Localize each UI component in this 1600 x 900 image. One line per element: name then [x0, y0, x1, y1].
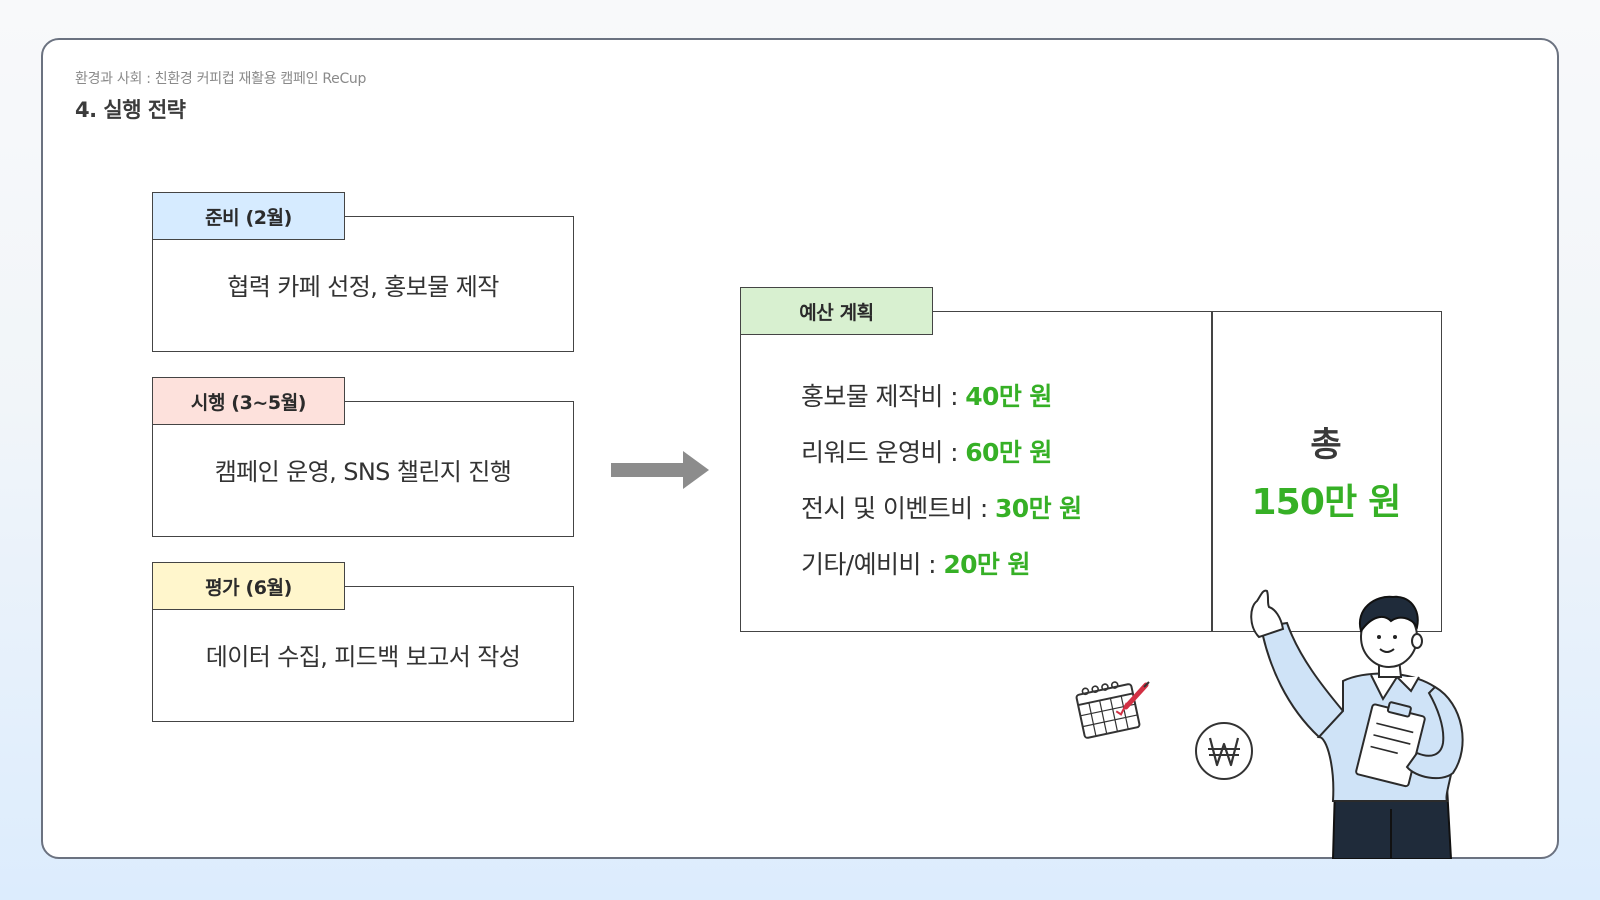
slide-card: 환경과 사회 : 친환경 커피컵 재활용 캠페인 ReCup 4. 실행 전략 … [41, 38, 1559, 859]
budget-item-amount: 40만 원 [965, 382, 1052, 411]
budget-item-amount: 60만 원 [965, 438, 1052, 467]
phase-description: 협력 카페 선정, 홍보물 제작 [152, 216, 574, 352]
arrow-right-icon [611, 451, 709, 489]
total-value: 150만 원 [1251, 482, 1401, 523]
person-illustration [1250, 589, 1464, 859]
budget-item-amount: 20만 원 [943, 550, 1030, 579]
budget-item: 홍보물 제작비 : 40만 원 [801, 377, 1082, 433]
phase-label: 평가 (6월) [152, 562, 345, 610]
budget-title: 예산 계획 [740, 287, 933, 335]
budget-item: 리워드 운영비 : 60만 원 [801, 433, 1082, 489]
phase-preparation: 준비 (2월) 협력 카페 선정, 홍보물 제작 [152, 192, 574, 352]
budget-list: 홍보물 제작비 : 40만 원 리워드 운영비 : 60만 원 전시 및 이벤트… [801, 377, 1082, 601]
phase-evaluation: 평가 (6월) 데이터 수집, 피드백 보고서 작성 [152, 562, 574, 722]
budget-total: 총 150만 원 [1210, 311, 1442, 632]
budget-item-name: 기타/예비비 : [801, 550, 944, 579]
phase-label: 준비 (2월) [152, 192, 345, 240]
budget-frame [740, 311, 1442, 632]
phase-description: 캠페인 운영, SNS 챌린지 진행 [152, 401, 574, 537]
budget-item: 전시 및 이벤트비 : 30만 원 [801, 489, 1082, 545]
phase-execution: 시행 (3~5월) 캠페인 운영, SNS 챌린지 진행 [152, 377, 574, 537]
calendar-icon [1075, 681, 1150, 739]
won-coin-icon [1195, 722, 1253, 780]
page-title: 4. 실행 전략 [75, 98, 186, 122]
budget-plan: 예산 계획 홍보물 제작비 : 40만 원 리워드 운영비 : 60만 원 전시… [740, 287, 1442, 632]
budget-item-name: 홍보물 제작비 : [801, 382, 966, 411]
budget-item-name: 리워드 운영비 : [801, 438, 966, 467]
budget-item-amount: 30만 원 [995, 494, 1082, 523]
phase-label: 시행 (3~5월) [152, 377, 345, 425]
budget-item-name: 전시 및 이벤트비 : [801, 494, 996, 523]
budget-item: 기타/예비비 : 20만 원 [801, 545, 1082, 601]
budget-divider [1211, 312, 1213, 631]
breadcrumb: 환경과 사회 : 친환경 커피컵 재활용 캠페인 ReCup [75, 71, 367, 87]
total-label: 총 [1310, 425, 1342, 465]
